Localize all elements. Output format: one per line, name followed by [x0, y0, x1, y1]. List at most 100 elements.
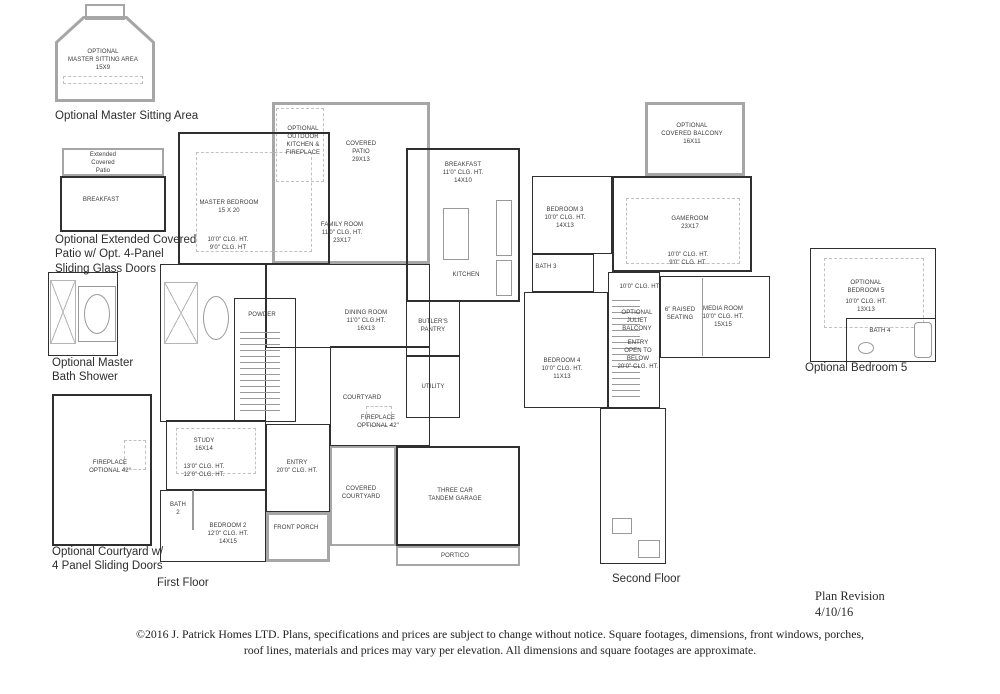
room-outline-gameroom — [612, 176, 752, 272]
room-outline-courtyard — [330, 346, 430, 446]
room-outline-butlers-pantry — [406, 300, 460, 356]
room-label-bedroom5-detail: 10'0" CLG. HT. 13X13 — [845, 298, 887, 313]
extended-patio-outline — [62, 148, 164, 176]
room-label-breakfast-inset: BREAKFAST — [82, 196, 120, 203]
stairs2-icon — [612, 300, 640, 400]
kitchen-counter-2 — [496, 260, 512, 296]
room-label-bedroom2: BEDROOM 2 12'0" CLG. HT. 14X15 — [207, 522, 249, 546]
caption-courtyard: Optional Courtyard w/ 4 Panel Sliding Do… — [52, 546, 164, 573]
room-label-master-bedroom-clg: 10'0" CLG. HT. 9'0" CLG. HT — [207, 236, 249, 251]
hall-closet-1 — [612, 518, 632, 534]
label-fireplace-inset: FIREPLACE OPTIONAL 42" — [89, 459, 131, 474]
caption-second-floor: Second Floor — [612, 573, 681, 585]
room-outline-portico — [396, 546, 520, 566]
bath4-tub-icon — [914, 322, 932, 358]
extended-patio-breakfast-outline — [60, 176, 166, 232]
room-label-fireplace: FIREPLACE OPTIONAL 42" — [357, 414, 399, 429]
room-label-breakfast: BREAKFAST 11'0" CLG. HT. 14X10 — [442, 161, 484, 185]
room-outline-bath3 — [532, 254, 594, 292]
room-outline-front-porch — [266, 512, 330, 562]
room-label-bedroom5: OPTIONAL BEDROOM 5 — [847, 279, 885, 294]
room-label-extended-patio: Extended Covered Patio — [89, 151, 117, 175]
room-label-juliet-balcony: OPTIONAL JULIET BALCONY — [621, 309, 653, 333]
room-outline-entry-open — [608, 272, 660, 408]
room-label-raised-seating: 6" RAISED SEATING — [664, 306, 696, 321]
room-label-kitchen: KITCHEN — [452, 271, 480, 278]
room-label-bath2: BATH 2 — [170, 501, 186, 516]
room-label-family-room: FAMILY ROOM 11'0" CLG. HT. 23X17 — [320, 221, 364, 245]
bath4-sink-icon — [858, 342, 874, 354]
stair-hall-extension — [600, 408, 666, 564]
bedroom5-ceiling-line — [824, 258, 924, 328]
room-label-master-sitting: OPTIONAL MASTER SITTING AREA 15X9 — [68, 48, 138, 72]
study-ceiling-line — [176, 428, 256, 474]
room-label-study-clg: 13'0" CLG. HT. 12'0" CLG. HT. — [183, 463, 225, 478]
room-label-courtyard: COURTYARD — [342, 394, 382, 401]
room-label-utility: UTILITY — [421, 383, 445, 390]
copyright-text: ©2016 J. Patrick Homes LTD. Plans, speci… — [0, 627, 1000, 659]
courtyard-inset-outline — [52, 394, 152, 546]
caption-master-bath: Optional Master Bath Shower — [52, 357, 134, 384]
room-outline-bedroom2 — [160, 490, 266, 562]
room-label-covered-patio: COVERED PATIO 29X13 — [345, 140, 377, 164]
copyright-line1: ©2016 J. Patrick Homes LTD. Plans, speci… — [136, 627, 864, 641]
room-label-bath3: BATH 3 — [535, 263, 557, 270]
room-outline-covered-patio — [272, 102, 430, 264]
sitting-area-dashed-line — [63, 76, 143, 84]
room-label-bath4: BATH 4 — [869, 327, 891, 334]
room-label-gameroom-clg: 10'0" CLG. HT. 9'0" CLG. HT. — [667, 251, 709, 266]
master-bedroom-ceiling-line — [196, 152, 312, 252]
kitchen-counter — [496, 200, 512, 256]
kitchen-island — [443, 208, 469, 260]
room-label-master-bedroom: MASTER BEDROOM 15 X 20 — [199, 199, 259, 214]
caption-first-floor: First Floor — [157, 577, 209, 589]
master-shower-icon — [164, 282, 198, 344]
room-outline-bath4 — [846, 318, 936, 362]
room-label-garage: THREE CAR TANDEM GARAGE — [428, 487, 482, 502]
caption-extended-patio: Optional Extended Covered Patio w/ Opt. … — [55, 234, 197, 275]
courtyard-fireplace-icon — [366, 406, 392, 426]
room-outline-bedroom3 — [532, 176, 612, 254]
room-label-entry-open: ENTRY OPEN TO BELOW 20'0" CLG. HT. — [617, 339, 659, 371]
caption-master-sitting: Optional Master Sitting Area — [55, 110, 199, 122]
room-outline-media-room — [660, 276, 770, 358]
room-label-gameroom: GAMEROOM 23X17 — [671, 215, 709, 230]
fireplace-icon — [124, 440, 146, 470]
outdoor-kitchen-area — [276, 108, 324, 182]
room-label-study: STUDY 16X14 — [193, 437, 215, 452]
room-label-front-porch: FRONT PORCH — [273, 524, 319, 531]
room-outline-entry — [266, 424, 330, 512]
room-label-entry: ENTRY 20'0" CLG. HT. — [276, 459, 318, 474]
room-label-bedroom3: BEDROOM 3 10'0" CLG. HT. 14X13 — [544, 206, 586, 230]
sitting-area-window-box — [85, 4, 125, 20]
master-bath-inset-outline — [48, 272, 118, 356]
caption-bedroom5: Optional Bedroom 5 — [805, 362, 908, 374]
master-tub-icon — [203, 296, 229, 340]
room-outline-covered-balcony — [645, 102, 745, 176]
room-label-bedroom4: BEDROOM 4 10'0" CLG. HT. 11X13 — [541, 357, 583, 381]
tub-icon — [84, 294, 110, 334]
bath2-wall — [192, 490, 194, 530]
room-outline-family-dining — [266, 264, 430, 348]
room-outline-covered-courtyard — [330, 446, 396, 546]
room-outline-kitchen-breakfast — [406, 148, 520, 302]
room-label-covered-balcony: OPTIONAL COVERED BALCONY 16X11 — [661, 122, 723, 146]
copyright-line2: roof lines, materials and prices may var… — [243, 642, 757, 657]
room-label-butlers-pantry: BUTLER'S PANTRY — [418, 318, 448, 333]
room-label-outdoor-kitchen: OPTIONAL OUTDOOR KITCHEN & FIREPLACE — [285, 125, 321, 157]
stairs-icon — [240, 332, 280, 416]
hall-closet-2 — [638, 540, 660, 558]
room-label-hall-clg: 10'0" CLG. HT. — [619, 283, 661, 290]
room-label-portico: PORTICO — [441, 552, 469, 559]
shower-icon — [50, 280, 76, 344]
raised-seating-divider — [702, 278, 703, 356]
room-outline-garage — [396, 446, 520, 546]
plan-revision: Plan Revision 4/10/16 — [815, 589, 885, 619]
room-outline-study — [166, 420, 266, 490]
gameroom-ceiling-line — [626, 198, 740, 264]
room-outline-bedroom4 — [524, 292, 608, 408]
room-label-dining-room: DINING ROOM 11'0" CLG.HT. 16X13 — [344, 309, 388, 333]
sitting-area-interior — [58, 19, 152, 99]
room-label-media-room: MEDIA ROOM 10'0" CLG. HT. 15X15 — [702, 305, 744, 329]
